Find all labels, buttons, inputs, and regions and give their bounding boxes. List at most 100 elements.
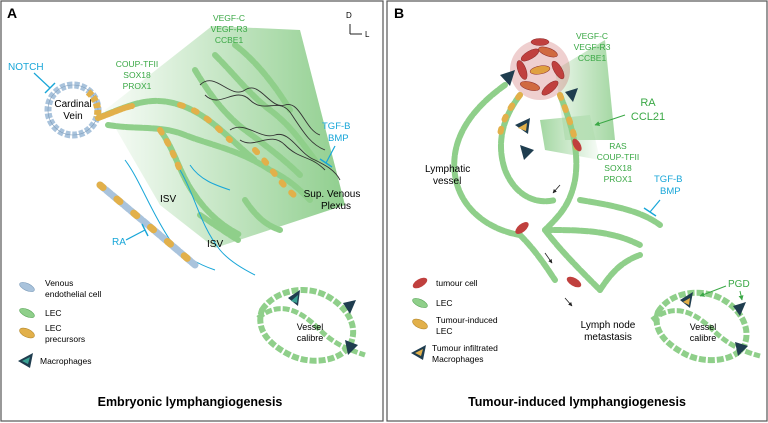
svp-label-1: Sup. Venous bbox=[304, 189, 361, 200]
legend-lec-1: LEC bbox=[45, 308, 62, 318]
ras-label-3: SOX18 bbox=[604, 163, 632, 173]
tumour-cell-icon bbox=[566, 276, 582, 288]
notch-inhibition: NOTCH bbox=[8, 62, 56, 94]
ras-labels: RAS COUP-TFII SOX18 PROX1 bbox=[597, 141, 640, 184]
isv-label-2: ISV bbox=[207, 239, 223, 250]
legend-tumour-macrophage: Tumour infiltrated Macrophages bbox=[411, 343, 498, 364]
ccl21-label: CCL21 bbox=[631, 111, 665, 123]
superficial-venous-plexus bbox=[199, 80, 341, 181]
vegf-b-label-2: VEGF-R3 bbox=[574, 42, 611, 52]
legend-tumour-lec-1: Tumour-induced bbox=[436, 315, 498, 325]
lymphatic-sprouts bbox=[95, 42, 318, 243]
legend-tumour-cell-1: tumour cell bbox=[436, 278, 478, 288]
svp-label: Sup. Venous Plexus bbox=[304, 189, 361, 212]
compass-l-label: L bbox=[365, 30, 370, 39]
cardinal-vein-label-1: Cardinal bbox=[54, 99, 91, 110]
tgfb-a-label-2: BMP bbox=[328, 133, 349, 144]
notch-label: NOTCH bbox=[8, 62, 44, 73]
legend-lec: LEC bbox=[19, 308, 62, 318]
legend-tumour-macrophage-1: Tumour infiltrated bbox=[432, 343, 498, 353]
vegf-a-label-2: VEGF-R3 bbox=[211, 24, 248, 34]
vessel-calibre-a-1: Vessel bbox=[297, 322, 324, 332]
lec-precursor-icon bbox=[19, 327, 35, 339]
tumour-cell-icon bbox=[412, 277, 428, 289]
panel-b-letter: B bbox=[394, 5, 404, 21]
lymph-node-label-2: metastasis bbox=[584, 332, 632, 343]
compass: D L bbox=[346, 11, 370, 39]
legend-lec-b: LEC bbox=[412, 298, 453, 308]
ra-inhibition-a: RA bbox=[112, 223, 149, 248]
cardinal-vein-label-2: Vein bbox=[63, 111, 82, 122]
tumour-cell-icon bbox=[572, 138, 582, 152]
legend-tumour-macrophage-2: Macrophages bbox=[432, 354, 484, 364]
tgfb-inhibition-b: TGF-B BMP bbox=[643, 174, 683, 217]
ras-label-4: PROX1 bbox=[604, 174, 633, 184]
lymphatic-vessel-label-2: vessel bbox=[433, 176, 461, 187]
tgfb-inhibition-a: TGF-B BMP bbox=[319, 121, 351, 168]
isv-label-1: ISV bbox=[160, 194, 176, 205]
ras-label-2: COUP-TFII bbox=[597, 152, 640, 162]
ra-ccl21-labels: RA CCL21 bbox=[594, 97, 665, 126]
legend-macrophage: Macrophages bbox=[18, 353, 92, 368]
vegf-b-label-3: CCBE1 bbox=[578, 53, 607, 63]
legend-tumour-cell: tumour cell bbox=[412, 277, 478, 289]
vessel-calibre-inset-a: Vessel calibre bbox=[256, 287, 366, 364]
panel-a-letter: A bbox=[7, 5, 17, 21]
pgd-label: PGD bbox=[728, 279, 750, 290]
tumour-mass bbox=[510, 38, 570, 100]
tumour-induced-lec-icon bbox=[412, 318, 428, 330]
legend-macrophage-1: Macrophages bbox=[40, 356, 92, 366]
tgfb-b-label-2: BMP bbox=[660, 186, 681, 197]
coup-label-3: PROX1 bbox=[123, 81, 152, 91]
ra-gradient-field-b bbox=[540, 115, 600, 160]
legend-b: tumour cell LEC Tumour-induced LEC Tumou… bbox=[411, 277, 498, 364]
vegf-labels-b: VEGF-C VEGF-R3 CCBE1 bbox=[574, 31, 611, 63]
legend-tumour-lec: Tumour-induced LEC bbox=[412, 315, 498, 336]
vessel-calibre-inset-b: Vessel calibre bbox=[650, 289, 761, 364]
lec-cell-icon bbox=[412, 298, 428, 308]
legend-lec-b-1: LEC bbox=[436, 298, 453, 308]
tumour-macrophages-b bbox=[500, 70, 578, 160]
panel-b-frame bbox=[386, 0, 768, 422]
vessel-calibre-b-1: Vessel bbox=[690, 322, 717, 332]
tumour-cell-icon bbox=[515, 222, 529, 234]
ra-b-label: RA bbox=[640, 97, 656, 109]
venous-cell-icon bbox=[19, 282, 35, 292]
tgfb-a-label-1: TGF-B bbox=[322, 121, 351, 132]
coup-label-1: COUP-TFII bbox=[116, 59, 159, 69]
ras-label-1: RAS bbox=[609, 141, 627, 151]
legend-precursor: LEC precursors bbox=[19, 323, 85, 344]
venous-strip bbox=[96, 181, 199, 269]
svp-label-2: Plexus bbox=[321, 201, 351, 212]
compass-d-label: D bbox=[346, 11, 352, 20]
legend-precursor-1: LEC bbox=[45, 323, 62, 333]
vegf-a-label-3: CCBE1 bbox=[215, 35, 244, 45]
coup-tfii-labels: COUP-TFII SOX18 PROX1 bbox=[116, 59, 159, 91]
legend-venous-2: endothelial cell bbox=[45, 289, 101, 299]
panel-b-title: Tumour-induced lymphangiogenesis bbox=[468, 395, 686, 409]
tgfb-b-label-1: TGF-B bbox=[654, 174, 683, 185]
vessel-calibre-a-2: calibre bbox=[297, 333, 324, 343]
pgd-label-group: PGD bbox=[699, 279, 750, 301]
lymphatic-vessel-label-1: Lymphatic bbox=[425, 164, 470, 175]
tumour-cells-b bbox=[515, 138, 582, 288]
flow-arrows bbox=[544, 184, 573, 307]
panel-a-frame bbox=[0, 0, 384, 422]
panel-b: B VEGF-C VEGF-R3 CCBE1 RA bbox=[394, 5, 761, 409]
legend-venous: Venous endothelial cell bbox=[19, 278, 101, 299]
vegf-b-label-1: VEGF-C bbox=[576, 31, 608, 41]
vessel-calibre-b-2: calibre bbox=[690, 333, 717, 343]
vegf-labels-a: VEGF-C VEGF-R3 CCBE1 bbox=[211, 13, 248, 45]
panel-a-title: Embryonic lymphangiogenesis bbox=[98, 395, 283, 409]
lymph-node-label-1: Lymph node bbox=[581, 320, 636, 331]
lec-cell-icon bbox=[19, 308, 35, 318]
coup-label-2: SOX18 bbox=[123, 70, 151, 80]
legend-precursor-2: precursors bbox=[45, 334, 85, 344]
cardinal-vein: Cardinal Vein bbox=[44, 81, 102, 139]
macrophage-icon bbox=[288, 290, 358, 355]
panel-a: A D L Cardinal Vein NOTCH bbox=[7, 5, 370, 409]
legend-tumour-lec-2: LEC bbox=[436, 326, 453, 336]
ra-a-label: RA bbox=[112, 237, 126, 248]
lymphatic-network-b bbox=[451, 82, 663, 293]
